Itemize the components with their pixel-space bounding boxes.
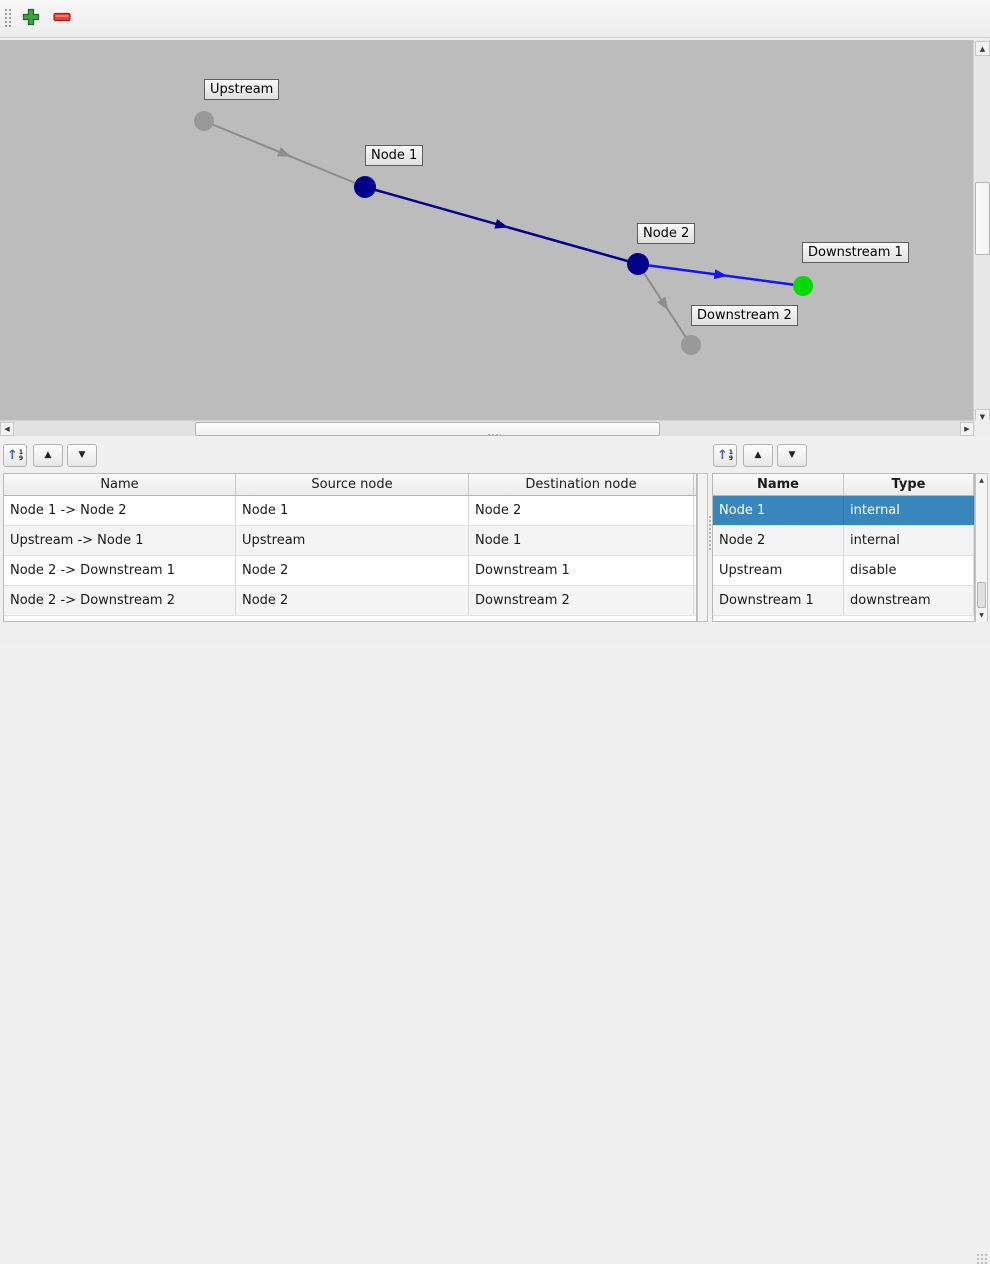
scroll-right-icon[interactable]: ▶: [960, 422, 974, 436]
edge-arrow-icon: [713, 269, 728, 280]
tables-splitter[interactable]: [708, 515, 713, 551]
window-resize-grip[interactable]: [976, 1253, 987, 1264]
node-label[interactable]: Node 1: [365, 145, 424, 166]
table-cell: downstream: [844, 586, 974, 615]
table-cell: Node 2: [236, 556, 469, 585]
table-cell: Node 2: [713, 526, 844, 555]
up-arrow-icon: ▲: [44, 450, 52, 460]
down-arrow-icon: ▼: [788, 450, 796, 460]
move-edge-up-button[interactable]: ▲: [33, 444, 63, 467]
graph-edge[interactable]: [637, 262, 804, 288]
remove-node-button[interactable]: [48, 5, 76, 33]
scroll-down-icon[interactable]: ▼: [979, 612, 984, 619]
up-arrow-icon: ▲: [754, 450, 762, 460]
node-label[interactable]: Node 2: [637, 223, 696, 244]
table-cell: Upstream: [713, 556, 844, 585]
nodes-scroll-thumb[interactable]: [977, 582, 986, 608]
table-cell: internal: [844, 526, 974, 555]
graph-svg: [194, 111, 813, 355]
table-cell: Node 1: [469, 526, 694, 555]
table-cell: Node 2: [469, 496, 694, 525]
hscroll-thumb[interactable]: [195, 422, 660, 436]
table-cell: Downstream 2: [469, 586, 694, 615]
graph-edge[interactable]: [203, 120, 366, 188]
edges-table-scrollbar[interactable]: [697, 473, 708, 622]
node-label[interactable]: Upstream: [204, 79, 280, 100]
scroll-up-icon[interactable]: ▲: [975, 41, 990, 56]
canvas-vscrollbar[interactable]: ▲ ▼: [973, 40, 990, 425]
graph-edge[interactable]: [364, 185, 639, 266]
table-cell: Node 2 -> Downstream 1: [4, 556, 236, 585]
edge-arrow-icon: [494, 219, 509, 229]
table-cell: internal: [844, 496, 974, 525]
column-header[interactable]: Name: [713, 474, 844, 495]
table-cell: disable: [844, 556, 974, 585]
column-header[interactable]: Source node: [236, 474, 469, 495]
column-header[interactable]: Destination node: [469, 474, 694, 495]
table-cell: Node 1: [713, 496, 844, 525]
down-arrow-icon: ▼: [78, 450, 86, 460]
node-label[interactable]: Downstream 1: [802, 242, 909, 263]
main-toolbar: [0, 0, 990, 38]
scroll-up-icon[interactable]: ▲: [979, 477, 984, 484]
move-edge-down-button[interactable]: ▼: [67, 444, 97, 467]
table-cell: Node 1: [236, 496, 469, 525]
node-label[interactable]: Downstream 2: [691, 305, 798, 326]
minus-icon: [53, 11, 71, 27]
table-cell: Downstream 1: [469, 556, 694, 585]
scrollbar-corner: [975, 420, 990, 436]
nodes-table-scrollbar[interactable]: ▲ ▼: [975, 473, 988, 623]
table-cell: Node 2: [236, 586, 469, 615]
table-cell: Upstream -> Node 1: [4, 526, 236, 555]
graph-node[interactable]: [194, 111, 214, 131]
graph-node[interactable]: [681, 335, 701, 355]
table-cell: Upstream: [236, 526, 469, 555]
table-cell: Node 2 -> Downstream 2: [4, 586, 236, 615]
scroll-left-icon[interactable]: ◀: [0, 422, 14, 436]
table-cell: Node 1 -> Node 2: [4, 496, 236, 525]
move-node-up-button[interactable]: ▲: [743, 444, 773, 467]
canvas-hscrollbar[interactable]: ◀ ▶: [0, 420, 975, 436]
toolbar-grip[interactable]: [4, 8, 11, 29]
status-bar: [0, 622, 990, 1264]
column-header[interactable]: Name: [4, 474, 236, 495]
add-node-button[interactable]: [17, 5, 45, 33]
graph-edge[interactable]: [637, 263, 692, 346]
edge-arrow-icon: [277, 147, 291, 157]
graph-node[interactable]: [627, 253, 649, 275]
vertical-pane-splitter[interactable]: [487, 433, 501, 438]
vscroll-thumb[interactable]: [975, 182, 990, 255]
plus-icon: [22, 8, 40, 30]
table-cell: Downstream 1: [713, 586, 844, 615]
column-header[interactable]: Type: [844, 474, 974, 495]
graph-node[interactable]: [354, 176, 376, 198]
edge-arrow-icon: [657, 296, 669, 311]
graph-node[interactable]: [793, 276, 813, 296]
move-node-down-button[interactable]: ▼: [777, 444, 807, 467]
